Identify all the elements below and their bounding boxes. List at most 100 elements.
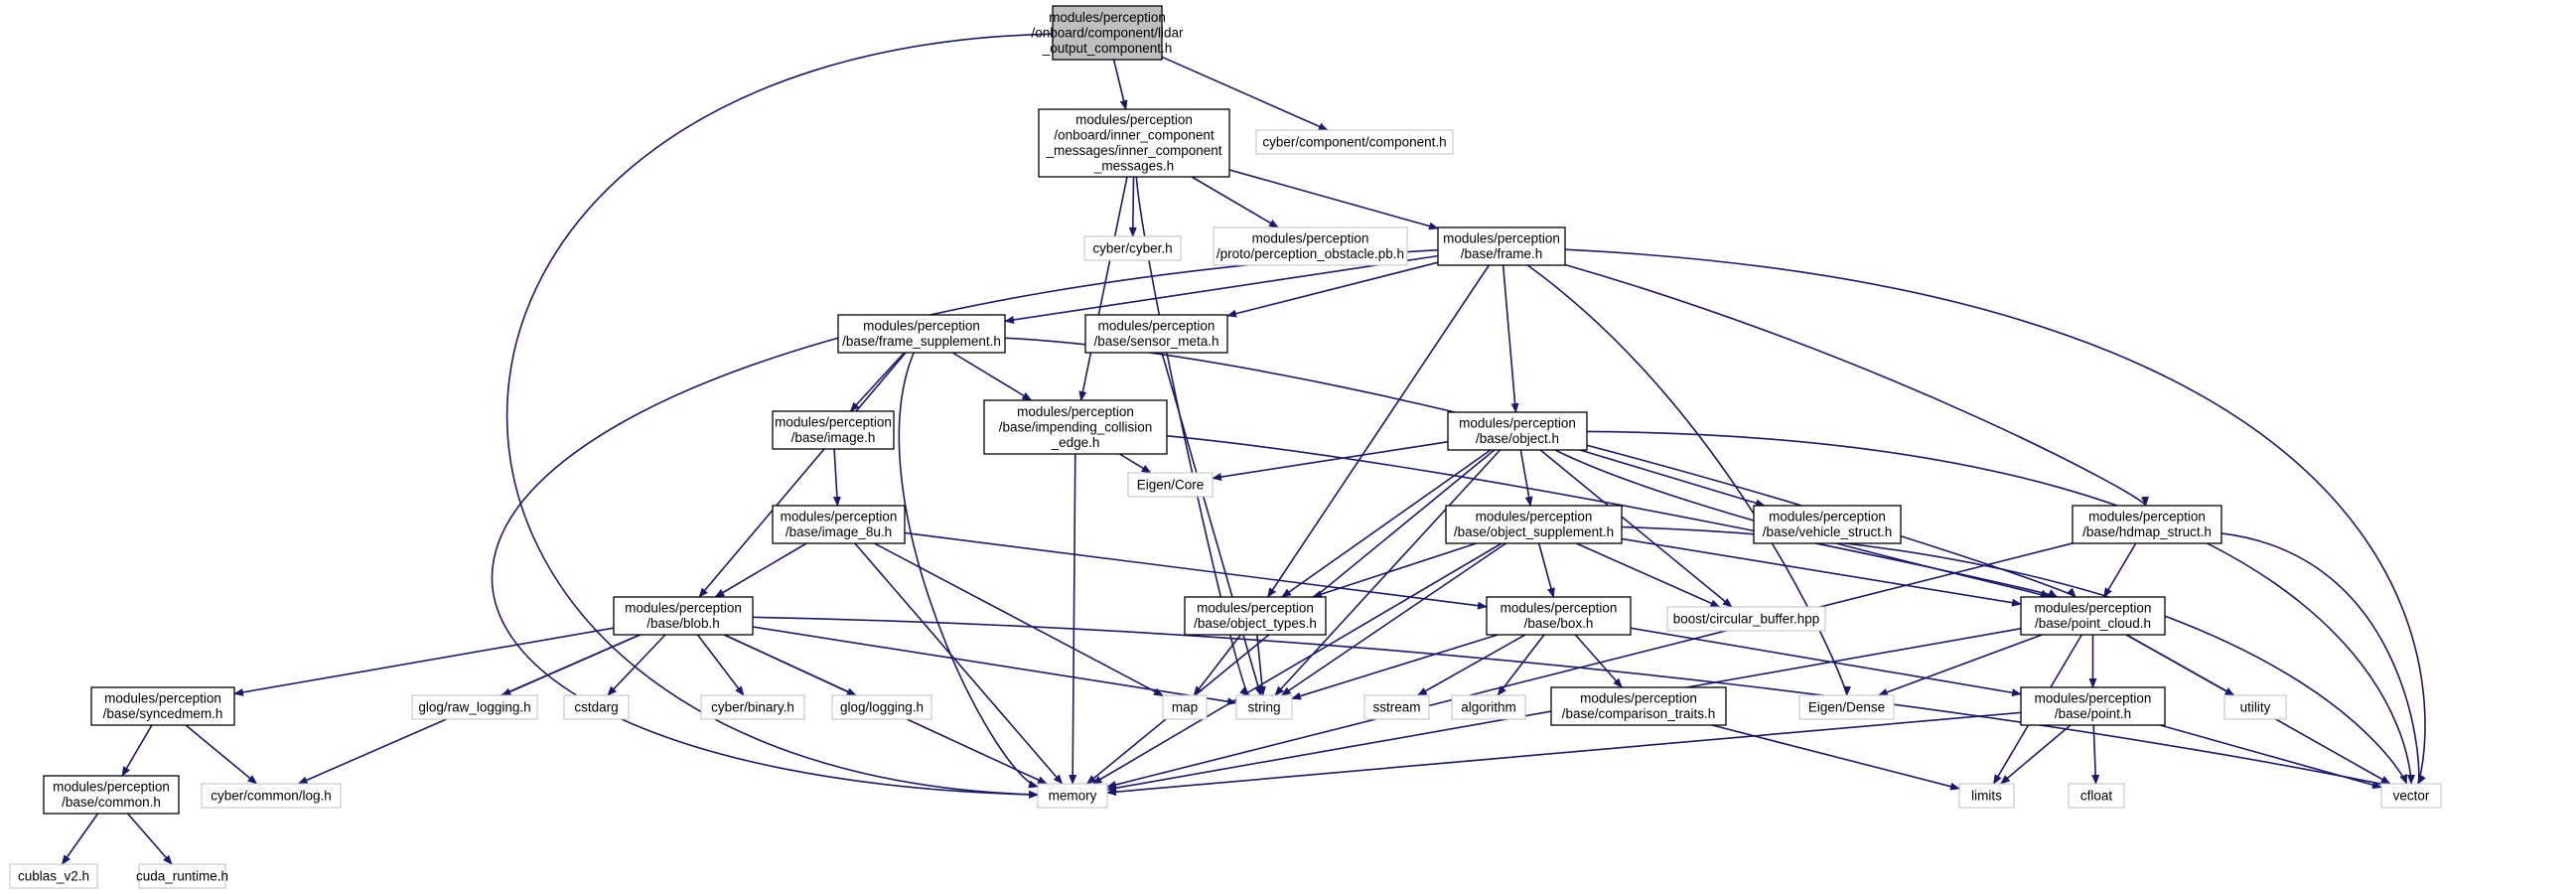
node-point[interactable]: modules/perception/base/point.h [2020, 686, 2166, 726]
node-label-line: cyber/component/component.h [1262, 134, 1446, 149]
node-vector: vector [2380, 783, 2442, 809]
node-obstacle_pb: modules/perception/proto/perception_obst… [1213, 226, 1408, 266]
node-label-line: /base/box.h [1524, 616, 1594, 631]
edge-frame-to-sensor_meta [1226, 261, 1439, 318]
node-glog_logging: glog/logging.h [831, 694, 932, 720]
node-label-line: /onboard/component/lidar [1031, 25, 1184, 40]
node-sensor_meta[interactable]: modules/perception/base/sensor_meta.h [1084, 314, 1228, 354]
edge-box-to-algorithm [1497, 634, 1545, 696]
node-box [700, 694, 805, 720]
node-cuda_runtime: cuda_runtime.h [136, 863, 228, 889]
node-box [43, 775, 180, 815]
edge-point_cloud-to-eigen_dense [1877, 634, 2043, 696]
node-label-line: /base/blob.h [646, 616, 720, 631]
node-box [1798, 694, 1895, 720]
edge-inner-to-frame [1228, 169, 1439, 230]
node-label-line: /base/point.h [2055, 706, 2131, 721]
edge-impending-to-point_cloud [1166, 435, 2059, 598]
node-label-line: cstdarg [574, 699, 618, 714]
edge-sensor_meta-to-string [1161, 352, 1262, 696]
node-vehicle_struct[interactable]: modules/perception/base/vehicle_struct.h [1753, 505, 1902, 544]
node-comp_traits[interactable]: modules/perception/base/comparison_trait… [1550, 686, 1727, 726]
edge-blob-to-string [752, 626, 1237, 706]
node-common[interactable]: modules/perception/base/common.h [43, 775, 180, 815]
edge-object_supp-to-point_cloud [1621, 537, 2022, 607]
node-box [983, 399, 1168, 455]
node-label-line: modules/perception [104, 691, 221, 706]
node-image8u[interactable]: modules/perception/base/image_8u.h [772, 505, 906, 544]
edge-frame_supp-to-impending [951, 352, 1033, 401]
node-algorithm: algorithm [1451, 694, 1526, 720]
edge-box-to-comp_traits [1574, 634, 1623, 688]
node-impending[interactable]: modules/perception/base/impending_collis… [983, 399, 1168, 455]
node-point_cloud[interactable]: modules/perception/base/point_cloud.h [2020, 596, 2166, 636]
nodes-layer: modules/perception/onboard/component/lid… [9, 5, 2442, 889]
node-box [1213, 226, 1408, 266]
edge-inner-to-impending [1078, 176, 1128, 401]
edge-point-to-vector [2159, 724, 2382, 789]
node-label-line: _edge.h [1051, 435, 1100, 450]
node-label-line: /base/comparison_traits.h [1562, 706, 1716, 721]
edge-inner-to-obstacle_pb [1191, 176, 1279, 228]
node-object_types[interactable]: modules/perception/base/object_types.h [1184, 596, 1327, 636]
edge-frame-to-object_types [1267, 264, 1490, 598]
node-hdmap[interactable]: modules/perception/base/hdmap_struct.h [2072, 505, 2222, 544]
edge-common-to-cuda_runtime [126, 813, 173, 865]
node-frame_supp[interactable]: modules/perception/base/frame_supplement… [837, 314, 1006, 354]
node-box [138, 863, 226, 889]
node-label-line: modules/perception [2035, 601, 2152, 616]
edge-frame-to-hdmap [1564, 263, 2149, 507]
node-label-line: /base/hdmap_struct.h [2082, 524, 2212, 539]
node-box [2072, 505, 2222, 544]
node-box [9, 863, 98, 889]
node-label-line: map [1172, 699, 1198, 714]
edge-comp_traits-to-limits [1711, 724, 1960, 791]
edge-object_supp-to-box [1537, 542, 1555, 598]
node-box [1437, 226, 1566, 266]
node-cyber: cyber/cyber.h [1083, 235, 1182, 261]
node-box [1753, 505, 1902, 544]
edge-object-to-point_cloud [1554, 449, 2051, 598]
node-object_supp[interactable]: modules/perception/base/object_supplemen… [1445, 505, 1623, 544]
node-box [837, 314, 1006, 354]
node-label-line: cublas_v2.h [18, 868, 89, 883]
node-label-line: algorithm [1461, 699, 1516, 714]
node-cyber_log: cyber/common/log.h [201, 783, 342, 809]
node-label-line: vector [2393, 788, 2430, 803]
node-object[interactable]: modules/perception/base/object.h [1447, 411, 1588, 451]
edge-lidar-to-memory [505, 33, 1054, 799]
node-cyber_binary: cyber/binary.h [700, 694, 805, 720]
node-label-line: /proto/perception_obstacle.pb.h [1216, 246, 1404, 261]
node-label-line: memory [1049, 788, 1097, 803]
node-map: map [1162, 694, 1208, 720]
node-label-line: /base/object_supplement.h [1454, 524, 1614, 539]
edge-object_supp-to-string [1280, 542, 1506, 696]
node-box [1038, 108, 1230, 178]
node-label-line: modules/perception [1580, 691, 1697, 706]
node-blob[interactable]: modules/perception/base/blob.h [613, 596, 754, 636]
node-label-line: /base/image.h [791, 430, 876, 445]
node-image[interactable]: modules/perception/base/image.h [772, 410, 895, 450]
node-box [90, 686, 235, 726]
node-circ_buf: boost/circular_buffer.hpp [1666, 606, 1826, 632]
edge-common-to-cublas [61, 813, 99, 865]
node-label-line: string [1247, 699, 1280, 714]
node-syncedmem[interactable]: modules/perception/base/syncedmem.h [90, 686, 235, 726]
edge-lidar-to-inner [1112, 59, 1128, 110]
edges-layer [61, 33, 2426, 865]
node-component: cyber/component/component.h [1255, 129, 1454, 155]
edge-box-to-point [1630, 627, 2022, 697]
node-box [1052, 5, 1163, 61]
edge-frame_supp-to-memory [898, 352, 1039, 789]
node-lidar[interactable]: modules/perception/onboard/component/lid… [1031, 5, 1184, 61]
edge-inner-to-string [1135, 176, 1250, 696]
node-frame[interactable]: modules/perception/base/frame.h [1437, 226, 1566, 266]
node-label-line: /base/point_cloud.h [2035, 616, 2151, 631]
node-box[interactable]: modules/perception/base/box.h [1486, 596, 1632, 636]
node-box [2020, 686, 2166, 726]
node-box [2068, 783, 2125, 809]
edge-object-to-object_types [1281, 449, 1492, 598]
node-label-line: Eigen/Dense [1808, 699, 1885, 714]
node-inner[interactable]: modules/perception/onboard/inner_compone… [1038, 108, 1230, 178]
